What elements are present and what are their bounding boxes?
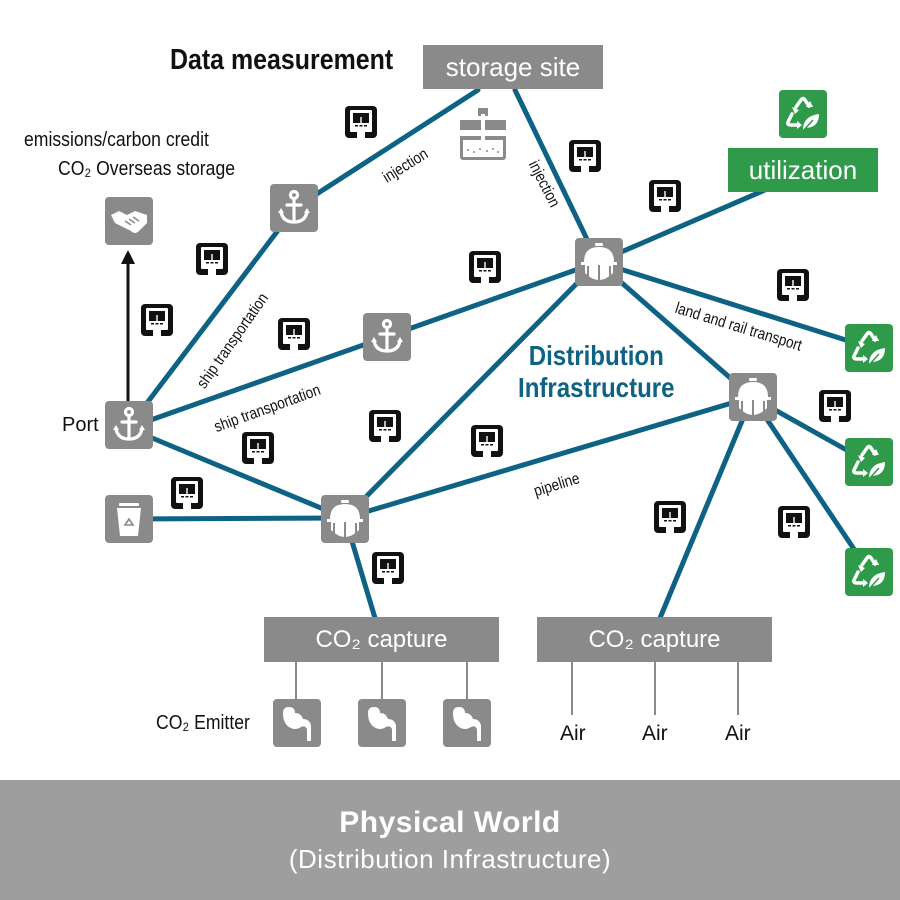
edge-port-tank2 [125, 425, 348, 521]
recycle-leaf-icon[interactable] [845, 438, 893, 486]
measurement-terminal-icon[interactable] [652, 499, 688, 535]
measurement-terminal-icon[interactable] [817, 388, 853, 424]
recycle-leaf-icon[interactable] [845, 548, 893, 596]
storage-tank-icon[interactable] [729, 373, 777, 421]
edge-port-anchor-top [125, 205, 298, 431]
measurement-terminal-icon[interactable] [647, 178, 683, 214]
overseas-storage-label: CO₂ Overseas storage [58, 158, 236, 180]
physical-world-banner: Physical World (Distribution Infrastruct… [0, 780, 900, 900]
measurement-terminal-icon[interactable] [343, 104, 379, 140]
injection-well-icon [460, 108, 506, 160]
distribution-infrastructure-title: Distribution Infrastructure [518, 340, 675, 404]
edge-anchor-mid-tank1 [383, 259, 601, 340]
edge-tank1-tank3 [595, 259, 755, 400]
center-title-line2: Infrastructure [518, 372, 675, 403]
measurement-terminal-icon[interactable] [567, 138, 603, 174]
banner-subtitle: (Distribution Infrastructure) [288, 844, 612, 874]
smoke-emitter-icon[interactable] [443, 699, 491, 747]
utilization-box[interactable]: utilization [728, 148, 878, 192]
measurement-terminal-icon[interactable] [367, 408, 403, 444]
port-anchor-icon[interactable] [105, 401, 153, 449]
air-label: Air [642, 722, 668, 745]
storage-tank-icon[interactable] [575, 238, 623, 286]
center-title-line1: Distribution [528, 340, 664, 371]
banner-title: Physical World [339, 806, 561, 839]
edge-tank3-green3 [749, 394, 871, 573]
co2-capture-right-box[interactable]: CO₂ capture [537, 617, 772, 662]
measurement-terminal-icon[interactable] [276, 316, 312, 352]
measurement-terminal-icon[interactable] [370, 550, 406, 586]
recycle-leaf-icon[interactable] [779, 90, 827, 138]
measurement-terminal-icon[interactable] [469, 423, 505, 459]
edge-port-anchor-mid [125, 334, 389, 431]
handshake-icon[interactable] [105, 197, 153, 245]
edge-tank1-green1 [595, 259, 871, 350]
air-label: Air [560, 722, 586, 745]
arrow-head [121, 250, 135, 264]
measurement-terminal-icon[interactable] [139, 302, 175, 338]
air-label: Air [725, 722, 751, 745]
measurement-terminal-icon[interactable] [240, 430, 276, 466]
edge-bin-tank2 [125, 515, 348, 522]
edge-tank1-utilization [595, 187, 768, 265]
edge-tank2-tank3 [342, 394, 755, 521]
anchor-icon[interactable] [363, 313, 411, 361]
measurement-terminal-icon[interactable] [775, 267, 811, 303]
recycle-leaf-icon[interactable] [845, 324, 893, 372]
smoke-emitter-icon[interactable] [358, 699, 406, 747]
storage-tank-icon[interactable] [321, 495, 369, 543]
edge-tank2-tank1 [342, 259, 601, 521]
anchor-icon[interactable] [270, 184, 318, 232]
measurement-terminal-icon[interactable] [776, 504, 812, 540]
data-measurement-title: Data measurement [170, 44, 394, 76]
port-label: Port [62, 414, 99, 436]
co2-capture-left-box[interactable]: CO₂ capture [264, 617, 499, 662]
recycle-bin-icon[interactable] [105, 495, 153, 543]
measurement-terminal-icon[interactable] [169, 475, 205, 511]
edge-tank3-capture-right [657, 394, 755, 621]
edge-anchor-top-storage [292, 87, 481, 211]
measurement-terminal-icon[interactable] [194, 241, 230, 277]
smoke-emitter-icon[interactable] [273, 699, 321, 747]
measurement-terminal-icon[interactable] [467, 249, 503, 285]
co2-emitter-label: CO₂ Emitter [156, 712, 250, 734]
storage-site-box[interactable]: storage site [423, 45, 603, 89]
carbon-credit-label: emissions/carbon credit [24, 129, 209, 151]
edge-storage-tank1 [512, 87, 601, 265]
